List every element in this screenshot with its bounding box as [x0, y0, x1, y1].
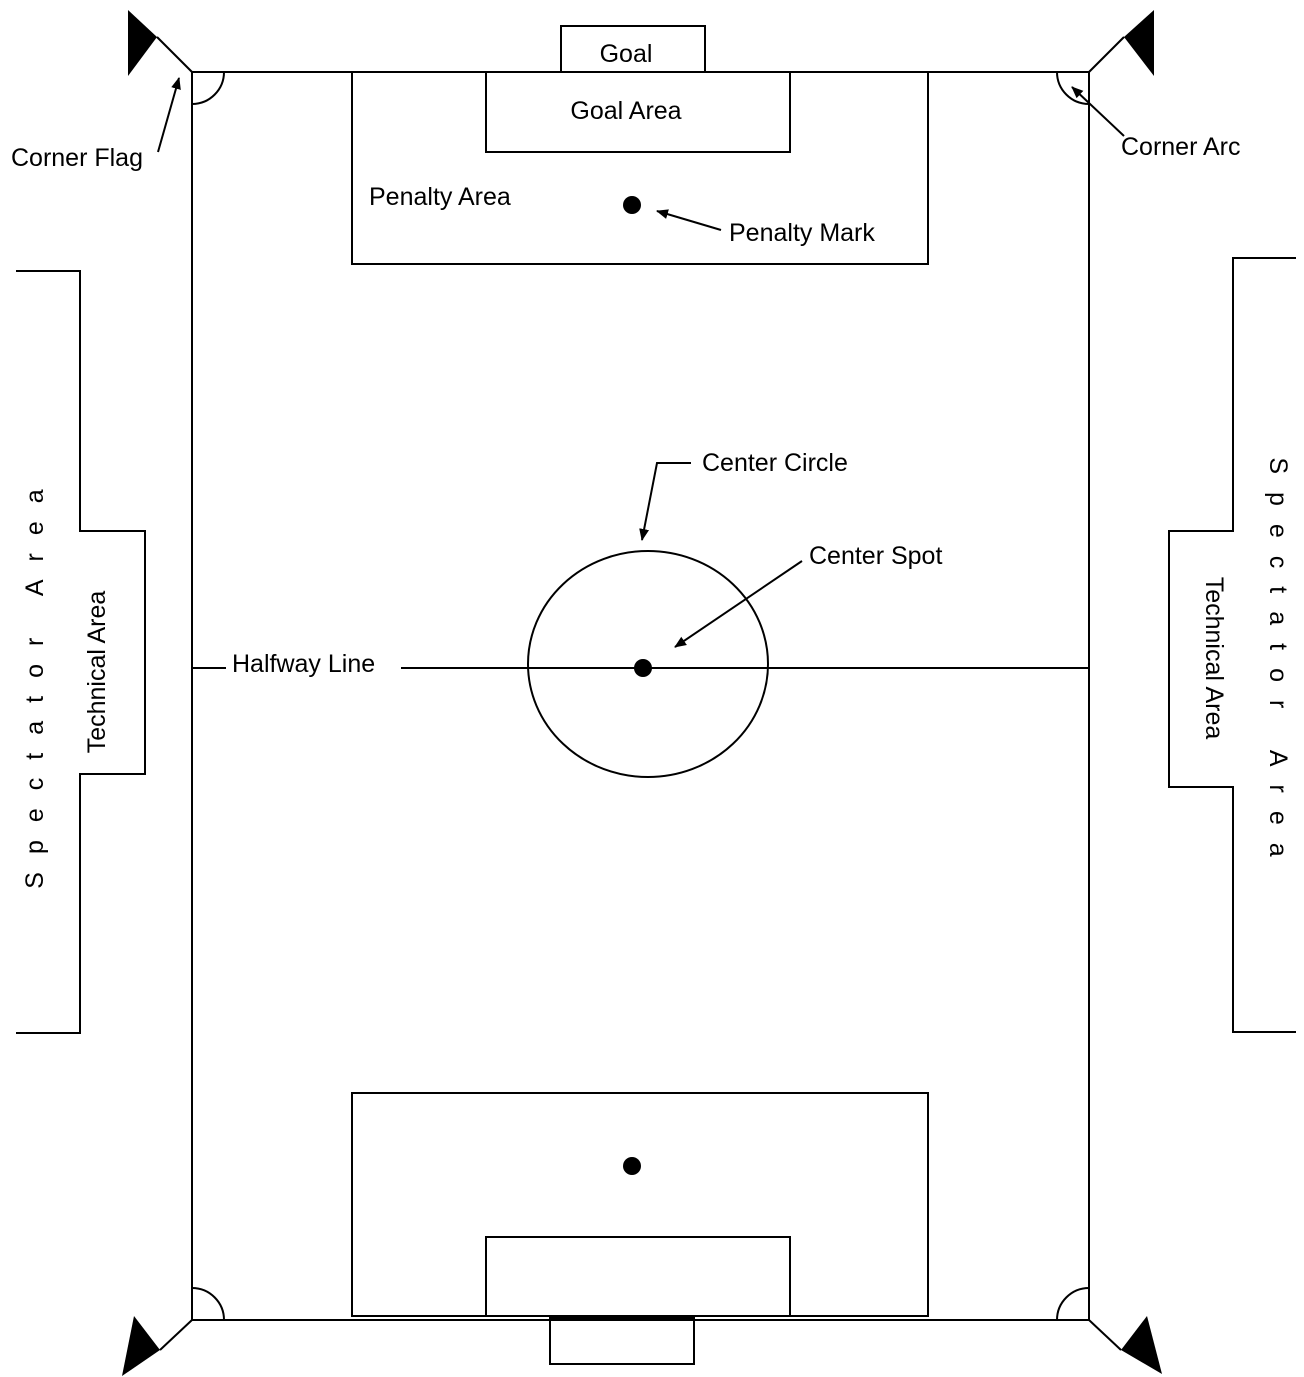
left-spectator-area-label: Spectator Area: [21, 471, 49, 888]
corner-arc-bottom-right: [1056, 1287, 1090, 1321]
center-circle-arrow: [639, 462, 691, 541]
right-spectator-area-label: Spectator Area: [1264, 457, 1292, 874]
goal-area-label: Goal Area: [570, 97, 681, 125]
left-spectator-area-outline: [16, 270, 146, 1034]
corner-flag-label: Corner Flag: [11, 144, 143, 172]
bottom-goal-area: [485, 1236, 791, 1317]
right-spectator-area-outline: [1168, 257, 1296, 1033]
corner-flag-top-left: [128, 10, 193, 76]
corner-arc-arrow: [1071, 86, 1125, 137]
center-spot-arrow: [674, 560, 803, 648]
bottom-goal: [549, 1317, 695, 1365]
corner-flag-arrow: [157, 77, 181, 153]
goal-label: Goal: [600, 40, 653, 68]
left-technical-area-label: Technical Area: [83, 591, 111, 754]
field-boundary: [191, 71, 1090, 1321]
right-technical-area-label: Technical Area: [1200, 577, 1228, 740]
penalty-mark-label: Penalty Mark: [729, 219, 875, 247]
corner-flag-bottom-left: [122, 1316, 193, 1376]
corner-flag-top-right: [1088, 10, 1154, 76]
center-spot: [634, 659, 652, 677]
top-goal-area: [485, 71, 791, 153]
corner-flag-bottom-right: [1088, 1316, 1162, 1374]
corner-arc-top-left: [191, 71, 225, 105]
center-spot-label: Center Spot: [809, 542, 942, 570]
corner-arc-top-right: [1056, 71, 1090, 105]
bottom-penalty-mark: [623, 1157, 641, 1175]
bottom-penalty-area: [351, 1092, 929, 1317]
center-circle-label: Center Circle: [702, 449, 848, 477]
penalty-area-label: Penalty Area: [369, 183, 511, 211]
penalty-mark-arrow: [656, 209, 722, 231]
halfway-line-label: Halfway Line: [232, 650, 375, 678]
corner-arc-bottom-left: [191, 1287, 225, 1321]
corner-arc-label: Corner Arc: [1121, 133, 1240, 161]
top-penalty-mark: [623, 196, 641, 214]
center-circle: [527, 550, 769, 778]
